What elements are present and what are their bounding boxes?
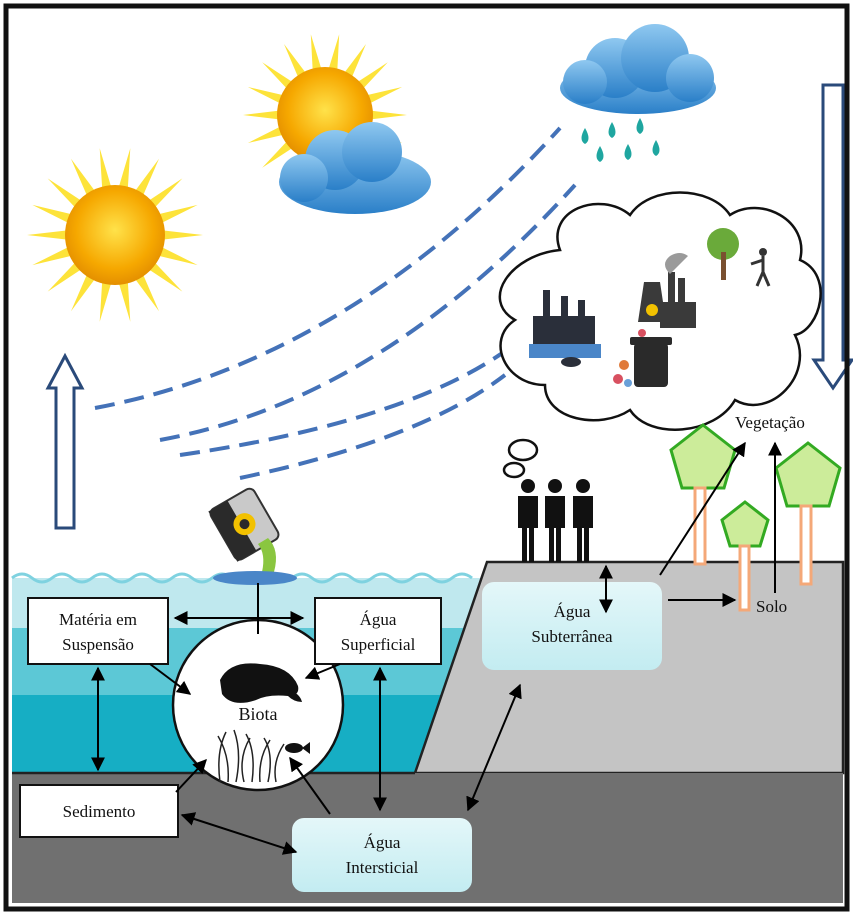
vegetacao-label: Vegetação (735, 413, 805, 432)
materia-label-line-2: Suspensão (62, 635, 134, 654)
sun-ray (47, 178, 82, 208)
materia-label-line-1: Matéria em (59, 610, 137, 629)
sun-ray (32, 204, 72, 223)
sun-ray (158, 247, 198, 266)
sun-ray (158, 204, 198, 223)
solo-label: Solo (756, 597, 787, 616)
sun-ray (27, 230, 68, 240)
sun-ray (366, 87, 403, 104)
sun-ray (243, 110, 280, 120)
sun-ray (262, 141, 293, 168)
sedimento-label: Sedimento (63, 802, 136, 821)
sun-ray (47, 262, 82, 292)
sun-ray (247, 126, 284, 143)
sun-ray (247, 87, 284, 104)
sedimento-box: Sedimento (19, 784, 179, 838)
agua-intersticial-label-line-2: Intersticial (346, 858, 419, 877)
sun-ray (262, 62, 293, 89)
sun-ray (118, 281, 131, 322)
agua-subterranea-label-line-2: Subterrânea (531, 627, 613, 646)
sun-ray (148, 262, 183, 292)
agua-superficial-label-line-2: Superficial (341, 635, 416, 654)
sun-ray (99, 281, 112, 322)
atmospheric-transport-lines (94, 126, 577, 480)
agua-superficial-box: Água Superficial (314, 597, 442, 665)
interstitial-water-pool (292, 818, 472, 892)
rain-cloud-icon (560, 24, 716, 162)
precipitation-arrow (811, 83, 853, 391)
sun-icon (27, 148, 203, 322)
sun-ray (71, 158, 96, 196)
garbage-bin-icon (613, 329, 672, 387)
biota-label: Biota (239, 704, 278, 724)
evaporation-arrow (45, 352, 85, 530)
frame (3, 3, 850, 912)
agua-subterranea-label-line-1: Água (554, 602, 591, 621)
sun-ray (99, 148, 112, 189)
sun-ray (134, 274, 159, 312)
relationship-arrows (91, 441, 782, 855)
sun-behind-cloud-icon (243, 34, 431, 214)
sun-ray (148, 178, 183, 208)
sun-ray (370, 110, 407, 120)
sun-ray (310, 34, 322, 71)
nuclear-plant-icon (638, 253, 696, 328)
fish-icon (285, 742, 310, 754)
toxic-barrel-icon (208, 487, 297, 585)
sun-ray (162, 230, 203, 240)
sun-ray (328, 34, 340, 71)
agua-intersticial-label-line-1: Água (364, 833, 401, 852)
agua-superficial-label-line-1: Água (360, 610, 397, 629)
sun-ray (357, 62, 388, 89)
manatee-icon (220, 663, 302, 703)
sun-ray (71, 274, 96, 312)
sun-ray (134, 158, 159, 196)
sun-ray (284, 44, 306, 78)
trees (669, 423, 842, 612)
sun-ray (344, 44, 366, 78)
sun-ray (118, 148, 131, 189)
sun-ray (32, 247, 72, 266)
materia-em-suspensao-box: Matéria em Suspensão (27, 597, 169, 665)
subterranean-water-pool (482, 582, 662, 670)
aquatic-plants-icon (217, 729, 285, 783)
industry-icon (529, 290, 601, 367)
tree-cutting-icon (707, 228, 771, 287)
people-group-icon (518, 479, 593, 562)
